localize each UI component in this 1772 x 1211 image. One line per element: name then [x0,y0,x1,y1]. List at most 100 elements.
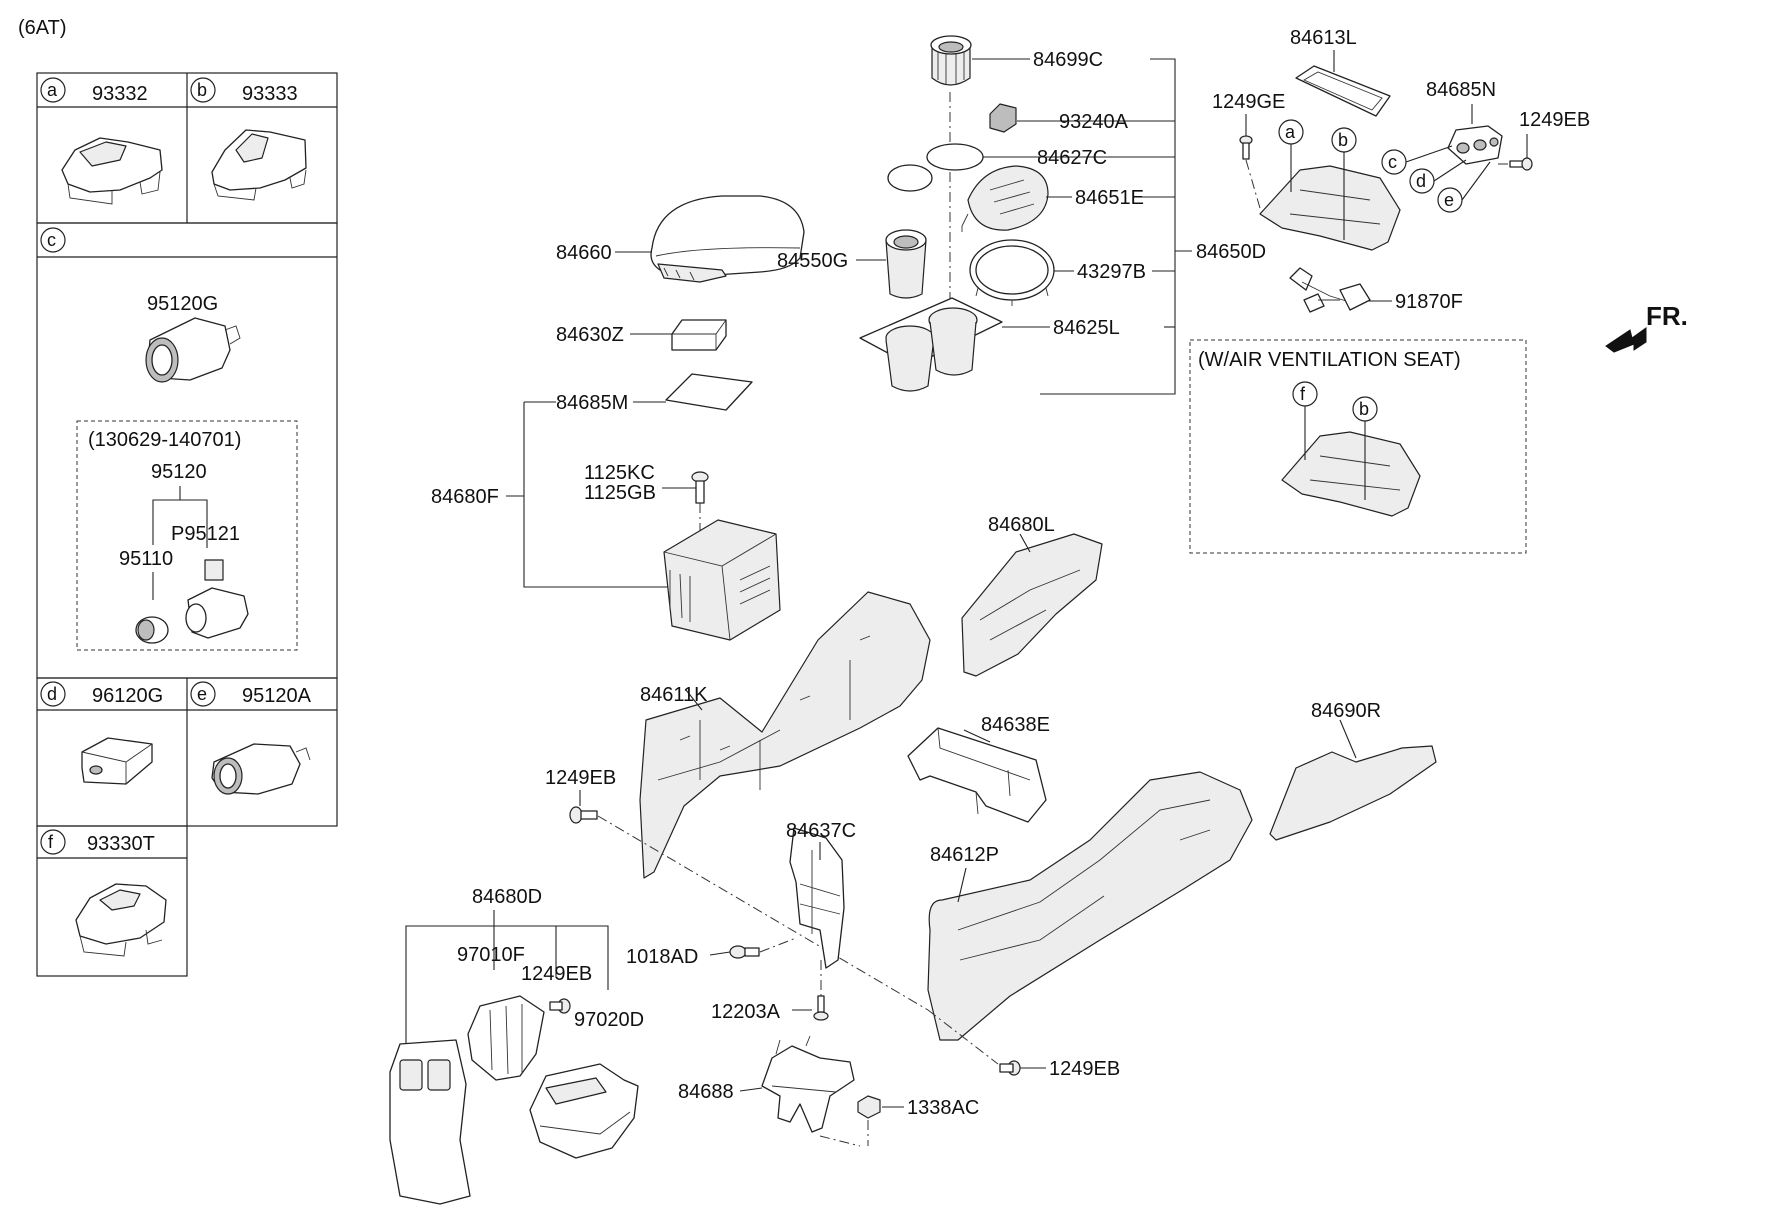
socket-e-drawing [211,743,311,795]
label-84680L: 84680L [988,514,1055,536]
nut-1338AC-drawing [857,1095,881,1119]
label-1249EB-c: 1249EB [1049,1058,1120,1080]
screw-1249GE-drawing [1239,135,1253,160]
label-84611K: 84611K [640,684,708,706]
legend-c-letter: c [47,230,56,250]
bolt-1249EB-a-drawing [569,806,598,824]
front-direction-label: FR. [1646,301,1688,331]
switch-b-part-drawing [211,129,307,201]
bracket-84638E-drawing [907,727,1047,823]
label-1125GB: 1125GB [584,482,656,504]
cup-holder-insert-drawing [930,35,972,86]
panel-84680L-drawing [961,533,1103,677]
aux-jack-drawing [81,737,153,785]
legend-c-sub2: P95121 [171,523,240,545]
label-84699C: 84699C [1033,49,1103,71]
vent-97010F-drawing [467,995,545,1081]
legend-d-letter: d [47,684,57,704]
label-84550G: 84550G [777,250,848,272]
legend-a-letter: a [47,80,58,100]
rear-panel-drawing [389,1039,471,1205]
trim-84690R-drawing [1269,745,1437,841]
armrest-lid-84660-drawing [650,195,805,283]
variant-label: (6AT) [18,17,67,39]
label-84613L: 84613L [1290,27,1357,49]
panel-97020D-drawing [529,1063,639,1159]
bolt-1249EB-b-drawing [549,998,571,1014]
bolt-1249EB-c-drawing [999,1060,1021,1076]
usb-socket-drawing [145,317,241,383]
screw-12203A-drawing [813,995,829,1021]
ventilation-title: (W/AIR VENTILATION SEAT) [1198,349,1461,371]
label-1338AC: 1338AC [907,1097,979,1119]
label-84660: 84660 [556,242,612,264]
label-97010F: 97010F [457,944,525,966]
tray-84625L-drawing [859,297,1003,392]
label-91870F: 91870F [1395,291,1463,313]
label-1249EB-a: 1249EB [545,767,616,789]
legend-a-part: 93332 [92,83,148,105]
switch-panel-84685N-drawing [1447,125,1503,165]
ventilation-panel-drawing [1281,431,1421,517]
label-84612P: 84612P [930,844,999,866]
cup-84550G-drawing [885,229,927,299]
legend-c-assy: 95120 [151,461,207,483]
legend-e-part: 95120A [242,685,312,707]
label-1249EB-b: 1249EB [521,963,592,985]
label-84630Z: 84630Z [556,324,624,346]
legend-b-part: 93333 [242,83,298,105]
bracket-84688-drawing [761,1035,855,1133]
callout-b2: b [1359,399,1369,419]
bracket-84637C-drawing [789,827,845,969]
tray-84630Z-drawing [671,319,727,351]
switch-f-part-drawing [75,883,167,957]
legend-d-part: 96120G [92,685,163,707]
label-84680D: 84680D [472,886,542,908]
label-1018AD: 1018AD [626,946,698,968]
label-84680F: 84680F [431,486,499,508]
label-84685M: 84685M [556,392,628,414]
console-body-84612P-drawing [927,771,1253,1041]
screw-1018AD-drawing [729,945,760,959]
garnish-84651E-drawing [961,165,1049,232]
label-1249GE: 1249GE [1212,91,1285,113]
legend-c-date-range: (130629-140701) [88,429,241,451]
switch-a-part-drawing [61,137,163,205]
label-1125KC: 1125KC [584,462,655,484]
storage-box-drawing [663,519,781,641]
label-12203A: 12203A [711,1001,781,1023]
lighter-parts-drawing [135,559,249,644]
harness-91870F-drawing [1289,267,1371,313]
label-1249EB-d: 1249EB [1519,109,1590,131]
mat-84685M-drawing [665,373,753,411]
upper-panel-drawing [1259,165,1401,251]
callout-a: a [1285,122,1296,142]
label-93240A: 93240A [1059,111,1129,133]
legend-e-letter: e [197,684,207,704]
legend-c-part: 95120G [147,293,218,315]
label-84637C: 84637C [786,820,856,842]
callout-d: d [1416,171,1426,191]
label-84625L: 84625L [1053,317,1120,339]
label-84651E: 84651E [1075,187,1144,209]
ring-43297B-drawing [969,239,1055,306]
label-97020D: 97020D [574,1009,644,1031]
callout-e: e [1444,190,1454,210]
legend-f-part: 93330T [87,833,155,855]
label-43297B: 43297B [1077,261,1146,283]
shell-84611K-drawing [639,591,931,879]
label-84688: 84688 [678,1081,734,1103]
label-84638E: 84638E [981,714,1050,736]
mat-84613L-drawing [1295,65,1391,117]
front-direction-arrow-icon [1605,327,1647,353]
callout-f: f [1300,384,1306,404]
screw-1249EB-d-drawing [1509,157,1533,171]
switch-93240A-drawing [989,103,1017,133]
callout-c: c [1388,152,1397,172]
legend-b-letter: b [197,80,207,100]
label-84650D: 84650D [1196,241,1266,263]
pad-84627C-drawing [887,143,984,192]
label-84690R: 84690R [1311,700,1381,722]
legend-table: a 93332 b 93333 c 95120G (130629-140701)… [36,72,338,977]
